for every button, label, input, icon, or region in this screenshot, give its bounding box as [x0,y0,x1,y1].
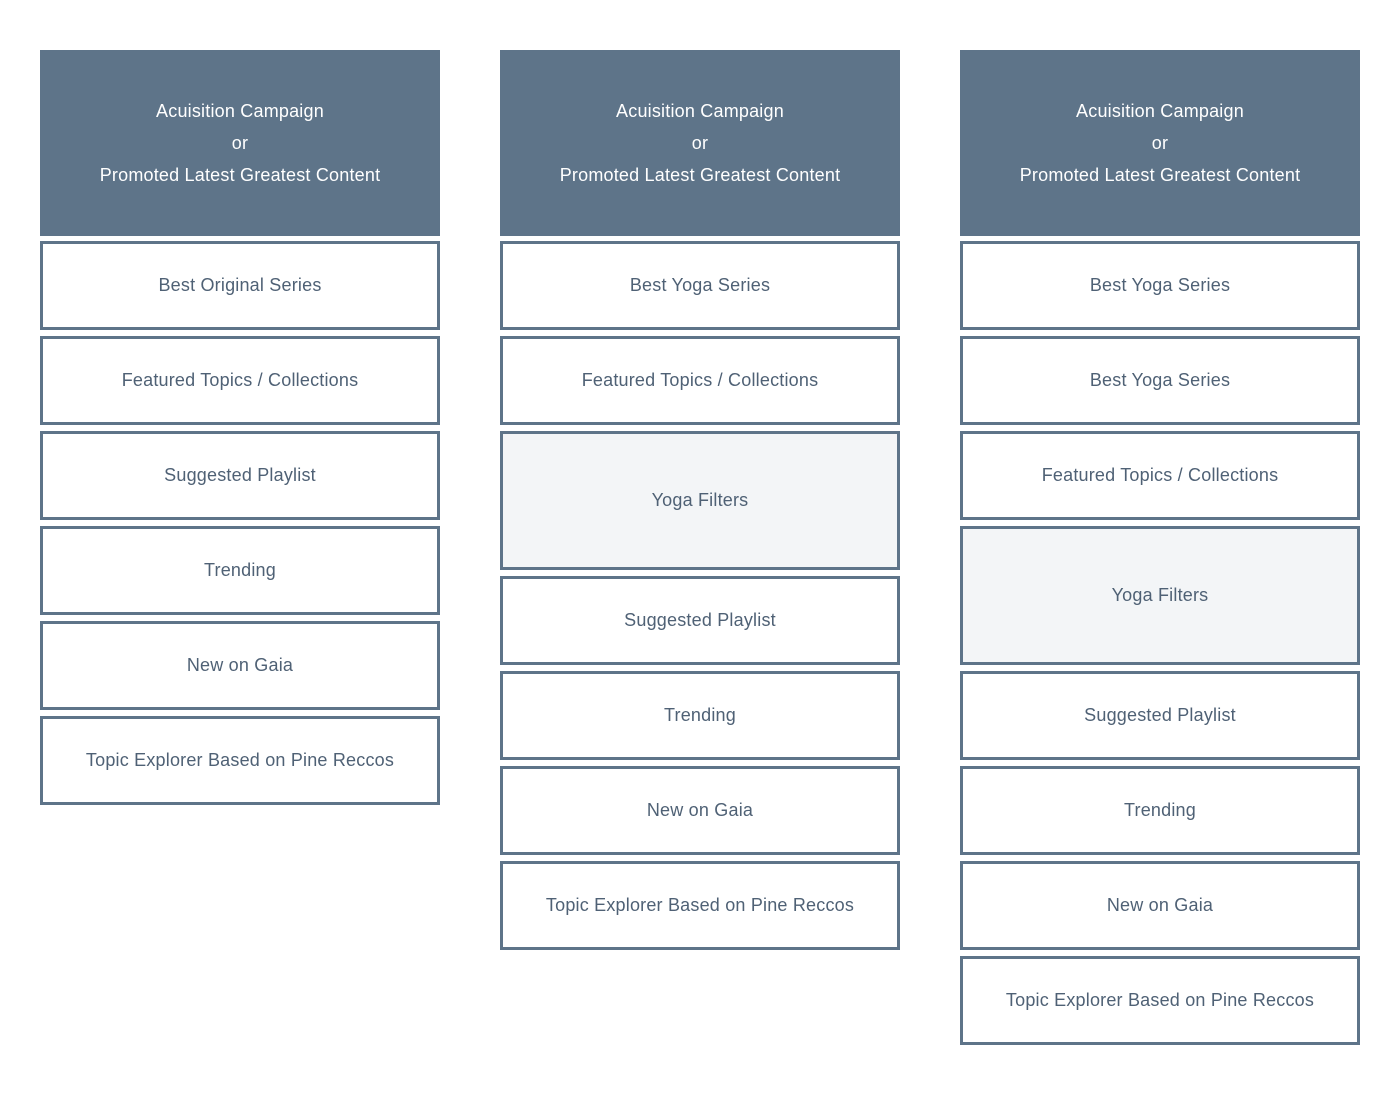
hero-banner: Acuisition Campaign or Promoted Latest G… [40,50,440,236]
module-row: Featured Topics / Collections [960,431,1360,520]
module-row: Best Yoga Series [500,241,900,330]
module-row: Best Original Series [40,241,440,330]
hero-line-3: Promoted Latest Greatest Content [1019,165,1301,185]
module-row: Suggested Playlist [40,431,440,520]
layout-column-2: Acuisition Campaign or Promoted Latest G… [500,50,900,950]
module-row: Topic Explorer Based on Pine Reccos [960,956,1360,1045]
hero-line-3: Promoted Latest Greatest Content [559,165,841,185]
module-row: Topic Explorer Based on Pine Reccos [500,861,900,950]
module-row: Suggested Playlist [960,671,1360,760]
module-row-highlighted: Yoga Filters [500,431,900,570]
module-row: Featured Topics / Collections [500,336,900,425]
hero-line-1: Acuisition Campaign [1076,101,1244,121]
module-row: New on Gaia [500,766,900,855]
hero-banner: Acuisition Campaign or Promoted Latest G… [960,50,1360,236]
module-row: New on Gaia [40,621,440,710]
module-row: Best Yoga Series [960,336,1360,425]
hero-line-3: Promoted Latest Greatest Content [99,165,381,185]
layout-column-3: Acuisition Campaign or Promoted Latest G… [960,50,1360,1045]
module-row: Topic Explorer Based on Pine Reccos [40,716,440,805]
hero-line-1: Acuisition Campaign [616,101,784,121]
module-row: Featured Topics / Collections [40,336,440,425]
hero-line-2: or [231,133,249,153]
hero-line-2: or [1151,133,1169,153]
module-row: Suggested Playlist [500,576,900,665]
module-row: Trending [40,526,440,615]
layout-column-1: Acuisition Campaign or Promoted Latest G… [40,50,440,805]
module-row: New on Gaia [960,861,1360,950]
module-row-highlighted: Yoga Filters [960,526,1360,665]
module-row: Trending [960,766,1360,855]
module-row: Best Yoga Series [960,241,1360,330]
module-row: Trending [500,671,900,760]
hero-line-2: or [691,133,709,153]
hero-banner: Acuisition Campaign or Promoted Latest G… [500,50,900,236]
hero-line-1: Acuisition Campaign [156,101,324,121]
